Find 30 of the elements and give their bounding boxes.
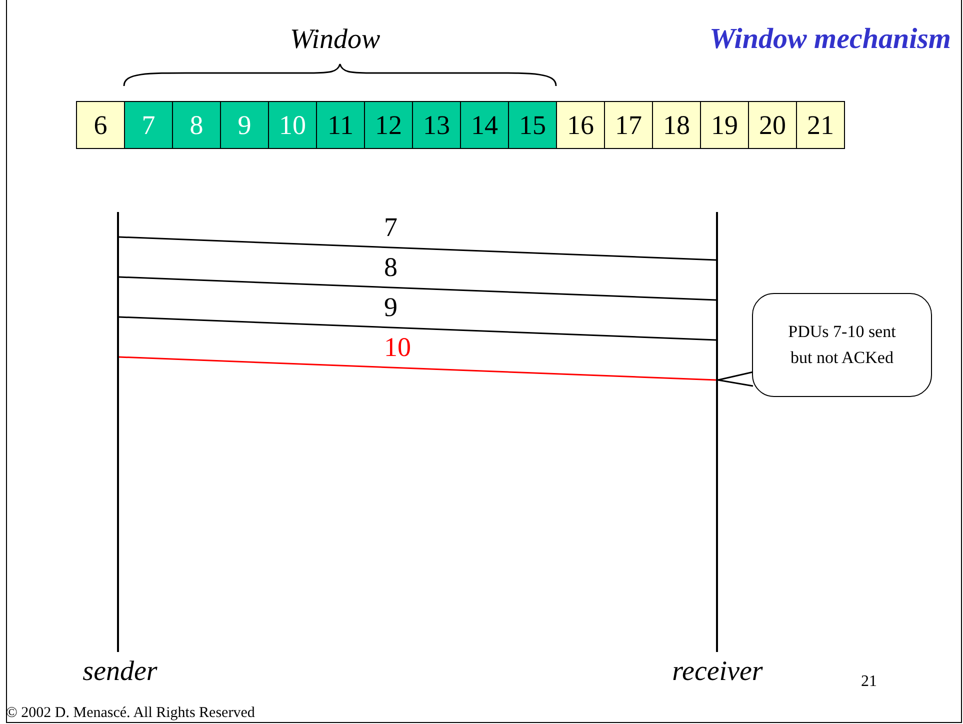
frame-cell: 20	[748, 101, 797, 149]
frame-cell: 7	[124, 101, 173, 149]
callout-pointer	[717, 371, 754, 387]
window-label: Window	[290, 24, 380, 56]
frame-cell: 21	[796, 101, 845, 149]
frame-cell: 11	[316, 101, 365, 149]
lifeline	[117, 212, 119, 652]
frame-cell: 17	[604, 101, 653, 149]
lifeline	[716, 212, 718, 652]
frame-cell: 8	[172, 101, 221, 149]
frame-cell: 19	[700, 101, 749, 149]
frame-cell: 15	[508, 101, 557, 149]
copyright-note: © 2002 D. Menascé. All Rights Reserved	[6, 704, 255, 722]
frame-cell: 14	[460, 101, 509, 149]
title: Window mechanism	[710, 22, 951, 56]
lifeline-label: sender	[82, 656, 158, 688]
page-number: 21	[861, 672, 877, 692]
message-line	[118, 356, 716, 381]
frame-cell: 16	[556, 101, 605, 149]
frame-cell: 6	[76, 101, 125, 149]
frame-cell: 13	[412, 101, 461, 149]
frame-cell: 10	[268, 101, 317, 149]
message-line	[118, 316, 716, 341]
frame-cell: 12	[364, 101, 413, 149]
message-line	[118, 236, 716, 261]
message-line	[118, 276, 716, 301]
callout-bubble: PDUs 7-10 sent but not ACKed	[752, 293, 932, 397]
frame-cell: 18	[652, 101, 701, 149]
frame-cell: 9	[220, 101, 269, 149]
lifeline-label: receiver	[671, 656, 764, 688]
